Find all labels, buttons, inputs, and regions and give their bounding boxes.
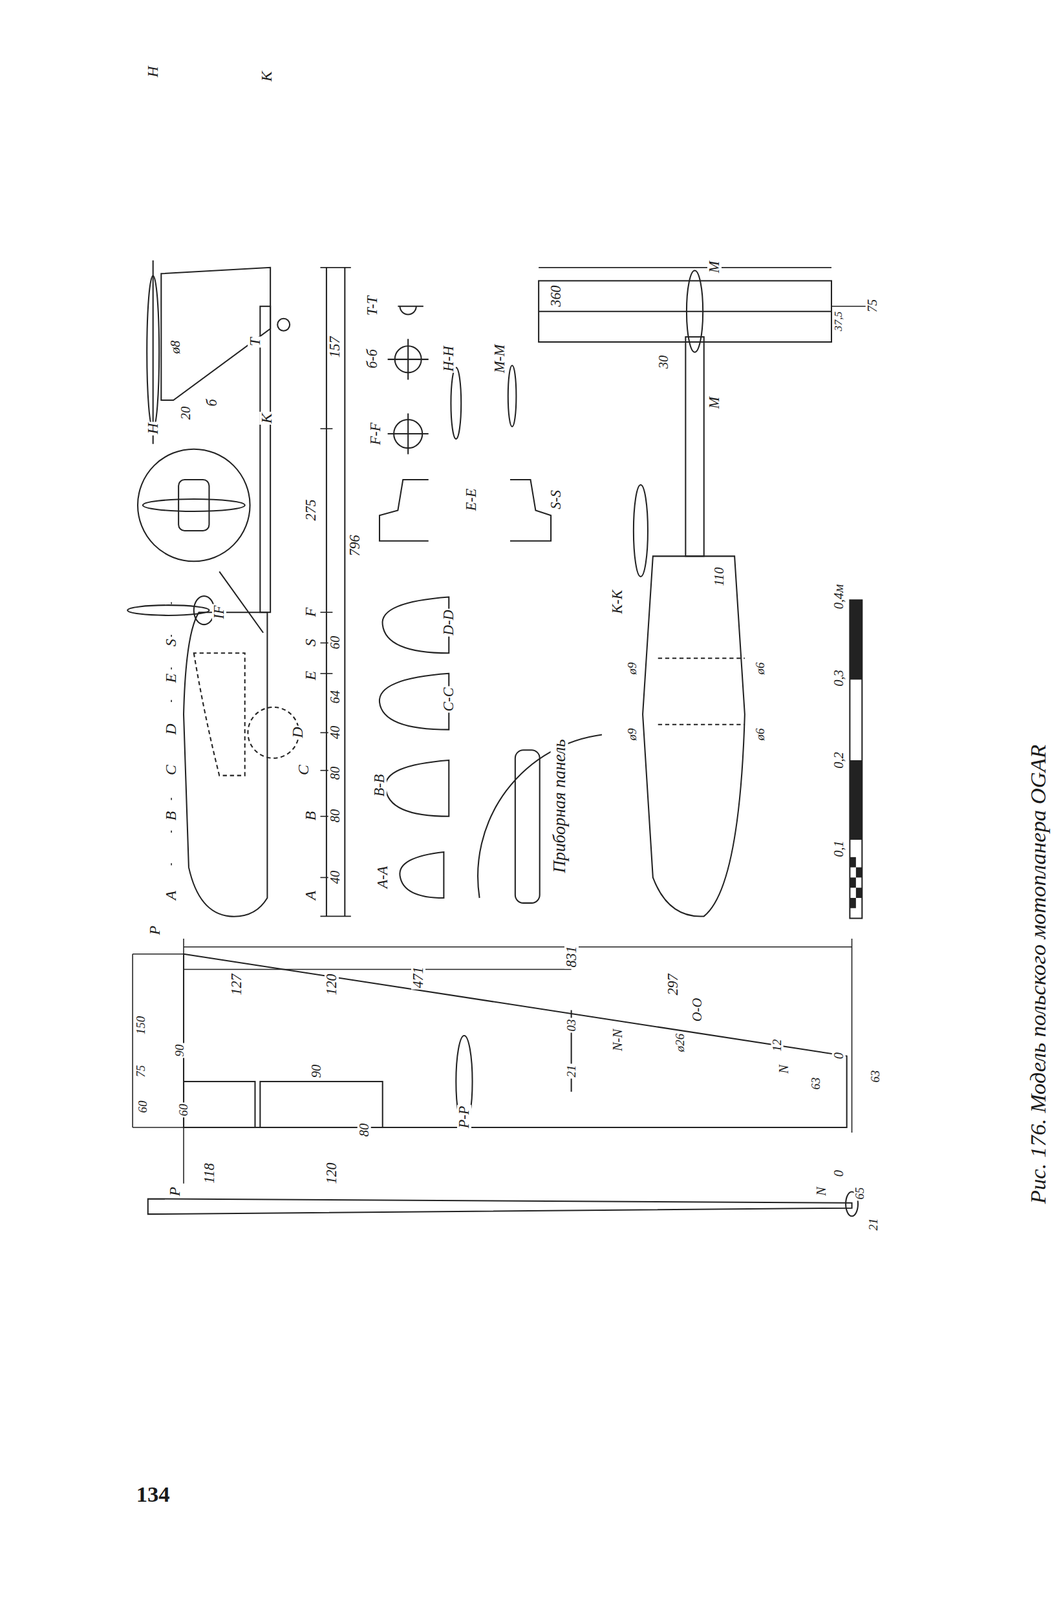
dimension-label: 60 [136, 1099, 149, 1115]
dimension-label: P [168, 1185, 184, 1198]
dimension-label: N-N [610, 1028, 624, 1053]
dimension-label: 0 [832, 1168, 846, 1178]
dimension-label: 120 [324, 1161, 339, 1186]
page-number: 134 [135, 1483, 172, 1506]
dimension-label: P [147, 924, 163, 937]
dimension-label: H [145, 64, 161, 79]
dimension-label: 0,2 [832, 750, 846, 771]
dimension-label: S-S [548, 488, 564, 511]
dimension-label: 60 [177, 1102, 191, 1118]
dimension-label: 118 [201, 1161, 216, 1186]
dimension-label: M [706, 395, 721, 410]
dimension-label: 0 [832, 1051, 846, 1061]
dimension-label: 796 [347, 534, 363, 558]
dimension-label: 20 [179, 405, 193, 422]
dimension-label: 64 [327, 688, 342, 705]
dimension-label: 127 [229, 972, 244, 997]
dimension-label: N [777, 1063, 791, 1076]
dimension-label: 297 [665, 972, 681, 997]
dimension-label: F [303, 605, 319, 618]
dimension-label: ø26 [674, 1031, 687, 1053]
dimension-label: 120 [324, 972, 339, 997]
dimension-label: C-C [441, 686, 456, 714]
dimension-label: H [145, 421, 161, 436]
dimension-label: 30 [656, 354, 670, 371]
dimension-label: 360 [548, 283, 564, 308]
dimension-label: Приборная панель [550, 737, 568, 875]
dimension-label: S [163, 637, 180, 648]
dimension-label: 831 [564, 945, 579, 970]
dimension-label: IF [212, 603, 227, 621]
dimension-label: 110 [712, 565, 727, 588]
dimension-label: B-B [372, 773, 387, 798]
dimension-label: D-D [441, 608, 456, 637]
dimension-label: ø9 [626, 727, 639, 743]
dimension-label: S [303, 637, 319, 648]
dimension-label: 75 [134, 1063, 147, 1079]
dimension-label: K [259, 411, 276, 425]
dimension-label: 40 [327, 869, 342, 886]
figure-caption: Рис. 176. Модель польского мотопланера O… [1027, 743, 1051, 1206]
dimension-label: 80 [327, 808, 342, 825]
dimension-label: 80 [327, 765, 342, 782]
dimension-label: A [163, 889, 180, 902]
dimension-label: D [290, 725, 306, 740]
dimension-label: 65 [854, 1186, 867, 1202]
dimension-label: K [259, 69, 276, 83]
dimension-label: K-K [610, 589, 625, 616]
dimension-label: ø9 [626, 660, 639, 676]
dimension-label: ø6 [753, 660, 767, 676]
dimension-label: C [296, 763, 312, 777]
dimension-label: T [247, 336, 264, 348]
dimension-label: C [163, 763, 180, 777]
dimension-label: D [163, 722, 180, 737]
dimension-label: 471 [411, 965, 426, 990]
dimension-label: M [706, 259, 721, 275]
dimension-label: B [163, 810, 180, 822]
dimension-label: 157 [327, 334, 342, 359]
dimension-label: 63 [868, 1068, 882, 1084]
dimension-label: 90 [173, 1043, 186, 1059]
dimension-label: 0,1 [832, 839, 846, 859]
dimension-label: 21 [867, 1216, 880, 1232]
dimension-label: 80 [357, 1122, 372, 1139]
dimension-label: 60 [327, 634, 342, 652]
dimension-label: N [814, 1185, 829, 1198]
dimension-label: 0,4м [832, 583, 846, 611]
dimension-label: E-E [464, 487, 479, 513]
dimension-label: 40 [327, 724, 342, 741]
dimension-label: 90 [309, 1063, 324, 1080]
dimension-label: A-A [375, 865, 390, 890]
dimension-label: E [303, 669, 319, 681]
dimension-label: B [303, 810, 319, 822]
dimension-label: 150 [134, 1015, 147, 1036]
dimension-label: б-б [365, 348, 380, 371]
dimension-label: 275 [303, 497, 319, 522]
dimension-label: T-T [365, 294, 380, 317]
dimension-label: 63 [810, 1075, 823, 1091]
dimension-label: 03 [565, 1017, 578, 1033]
dimension-label: 37,5 [832, 310, 844, 333]
dimension-label: P-P [457, 1104, 472, 1130]
dimension-label: F-F [368, 420, 383, 446]
dimension-label: A [303, 889, 319, 902]
dimension-label: 21 [565, 1063, 578, 1079]
dimension-label: M-M [492, 343, 507, 375]
dimension-label: 75 [865, 298, 880, 315]
dimension-label: 12 [771, 1038, 784, 1054]
dimension-label: H-H [441, 345, 456, 374]
dimension-label: ø6 [753, 727, 767, 743]
dimension-label: ø8 [168, 338, 183, 355]
dimension-label: б [204, 398, 220, 408]
dimension-label: 0,3 [832, 668, 846, 688]
dimension-label: O-O [689, 996, 704, 1023]
dimension-label: E [163, 672, 180, 685]
